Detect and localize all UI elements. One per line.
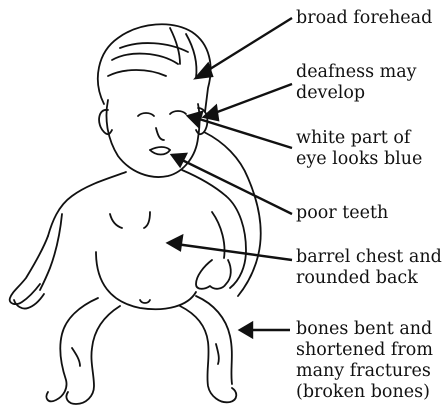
label-line: deafness may <box>296 62 417 83</box>
label-line: develop <box>296 83 417 104</box>
left-ear <box>99 110 112 134</box>
label-eye: white part of eye looks blue <box>296 128 422 170</box>
right-arm <box>226 196 246 288</box>
left-eye <box>138 113 154 116</box>
label-line: (broken bones) <box>296 382 433 403</box>
right-hand <box>196 260 231 289</box>
label-line: white part of <box>296 128 422 149</box>
barrel-chest <box>96 252 196 309</box>
label-line: broad forehead <box>296 8 432 29</box>
label-broad-forehead: broad forehead <box>296 8 432 29</box>
label-line: shortened from <box>296 340 433 361</box>
right-eye <box>170 111 186 114</box>
label-line: poor teeth <box>296 203 388 224</box>
label-line: many fractures <box>296 361 433 382</box>
right-leg <box>180 306 236 402</box>
face-outline <box>106 100 199 177</box>
hair <box>98 24 211 112</box>
label-deafness: deafness may develop <box>296 62 417 104</box>
label-bones: bones bent and shortened from many fract… <box>296 319 433 403</box>
left-arm <box>10 236 48 304</box>
label-poor-teeth: poor teeth <box>296 203 388 224</box>
label-barrel-chest: barrel chest and rounded back <box>296 247 442 289</box>
label-line: eye looks blue <box>296 149 422 170</box>
mouth <box>150 150 170 155</box>
label-line: rounded back <box>296 268 442 289</box>
label-line: bones bent and <box>296 319 433 340</box>
label-line: barrel chest and <box>296 247 442 268</box>
